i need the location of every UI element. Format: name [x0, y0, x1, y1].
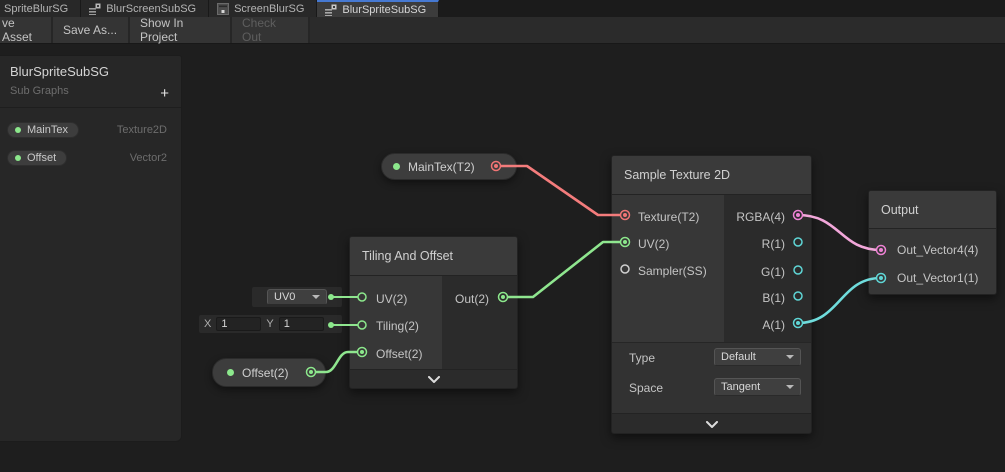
type-dropdown[interactable]: Default — [714, 348, 801, 366]
check-out-button: Check Out — [232, 16, 310, 44]
tab-label: ScreenBlurSG — [234, 2, 305, 15]
tiling-x-input[interactable]: 1 — [216, 317, 262, 331]
port-label-texture: Texture(T2) — [638, 210, 700, 224]
port-label-uv: UV(2) — [638, 237, 670, 251]
shadergraph-icon — [217, 2, 230, 15]
port-label-r: R(1) — [761, 237, 785, 251]
chevron-down-icon — [312, 295, 320, 299]
port-label-rgba: RGBA(4) — [736, 210, 785, 224]
space-dropdown[interactable]: Tangent — [714, 378, 801, 396]
chevron-down-icon — [786, 355, 794, 359]
chevron-down-icon — [427, 376, 440, 383]
port-label-b: B(1) — [762, 291, 785, 305]
chevron-down-icon — [705, 420, 718, 428]
edge-a-to-outvector1[interactable] — [797, 276, 882, 325]
port-b-out[interactable] — [793, 291, 803, 301]
port-tiling-uv-in[interactable] — [357, 292, 367, 302]
blackboard-panel[interactable]: BlurSpriteSubSG Sub Graphs + MainTex Tex… — [0, 55, 182, 442]
tabbar-empty-space — [439, 0, 1005, 17]
port-sampler-in[interactable] — [620, 264, 630, 274]
property-type: Texture2D — [116, 124, 167, 136]
blackboard-subtitle: Sub Graphs — [10, 85, 69, 97]
edges-layer — [305, 160, 887, 378]
node-maintex-property[interactable]: MainTex(T2) — [381, 153, 517, 180]
tiling-xy-widget: X 1 Y 1 — [199, 315, 342, 333]
port-label-out-vector1: Out_Vector1(1) — [897, 271, 979, 285]
type-label: Type — [629, 351, 656, 365]
exposed-dot-icon — [393, 163, 400, 170]
subgraph-icon — [325, 4, 337, 16]
edge-rgba-to-outvector4[interactable] — [797, 213, 882, 252]
port-a-out[interactable] — [792, 317, 804, 329]
chevron-down-icon — [786, 385, 794, 389]
save-asset-button[interactable]: ve Asset — [0, 16, 53, 44]
port-outvector1-in[interactable] — [875, 272, 887, 284]
port-rgba-out[interactable] — [792, 209, 804, 221]
port-uv-in[interactable] — [619, 236, 631, 248]
node-title: Sample Texture 2D — [612, 156, 811, 195]
edge-offsetpill-to-offsetport[interactable] — [309, 350, 364, 374]
graph-toolbar: ve Asset Save As... Show In Project Chec… — [0, 16, 1005, 44]
property-pill-maintex[interactable]: MainTex — [7, 122, 79, 138]
node-title: Tiling And Offset — [350, 237, 517, 276]
node-tiling-and-offset[interactable]: Tiling And Offset UV(2) Tiling(2) Offset… — [349, 236, 518, 389]
port-tiling-offset-in[interactable] — [356, 346, 368, 358]
subgraph-icon — [89, 3, 101, 15]
node-collapse-button[interactable] — [350, 369, 517, 388]
y-label: Y — [266, 318, 274, 330]
port-offsetpill-out[interactable] — [305, 366, 317, 378]
port-label-tiling: Tiling(2) — [376, 319, 419, 333]
port-label-a: A(1) — [762, 318, 785, 332]
port-label-out-vector4: Out_Vector4(4) — [897, 243, 979, 257]
exposed-dot-icon — [15, 127, 21, 133]
node-collapse-button[interactable] — [612, 413, 811, 433]
tab-label: SpriteBlurSG — [4, 2, 69, 15]
port-g-out[interactable] — [793, 265, 803, 275]
toolbar-empty-space — [310, 17, 1005, 43]
tab-label: BlurScreenSubSG — [106, 2, 197, 15]
uv-channel-widget: UV0 — [252, 287, 342, 307]
property-row-offset: Offset Vector2 — [0, 150, 181, 166]
blackboard-title: BlurSpriteSubSG — [10, 64, 109, 79]
graph-canvas[interactable]: BlurSpriteSubSG Sub Graphs + MainTex Tex… — [0, 44, 1005, 472]
property-type: Vector2 — [129, 152, 167, 164]
tab-screenblursg[interactable]: ScreenBlurSG — [209, 0, 318, 17]
blackboard-header: BlurSpriteSubSG Sub Graphs + — [0, 56, 181, 108]
save-as-button[interactable]: Save As... — [53, 17, 130, 43]
tab-blurscreensubsg[interactable]: BlurScreenSubSG — [81, 0, 210, 17]
port-outvector4-in[interactable] — [875, 244, 887, 256]
space-label: Space — [629, 381, 664, 395]
show-in-project-button[interactable]: Show In Project — [130, 16, 232, 44]
port-label-out: Out(2) — [454, 292, 489, 306]
add-property-button[interactable]: + — [160, 85, 169, 102]
x-label: X — [204, 318, 212, 330]
tab-bar: SpriteBlurSG BlurScreenSubSG ScreenBlurS… — [0, 0, 1005, 17]
port-label-offset: Offset(2) — [376, 347, 423, 361]
port-maintex-out[interactable] — [490, 160, 502, 172]
edge-tilingout-to-uv[interactable] — [501, 240, 627, 299]
port-r-out[interactable] — [793, 237, 803, 247]
tab-label: BlurSpriteSubSG — [342, 3, 427, 16]
port-label-g: G(1) — [761, 265, 785, 279]
tiling-y-input[interactable]: 1 — [278, 317, 324, 331]
node-options-section: Type Default Space Tangent — [612, 342, 811, 413]
property-pill-offset[interactable]: Offset — [7, 150, 68, 166]
port-texture-in[interactable] — [619, 209, 631, 221]
node-input-column — [612, 195, 724, 342]
exposed-dot-icon — [227, 369, 234, 376]
tab-blurspritesubsg-active[interactable]: BlurSpriteSubSG — [317, 0, 440, 17]
edge-maintex-to-texture[interactable] — [494, 164, 627, 217]
port-label-uv: UV(2) — [376, 292, 408, 306]
property-row-maintex: MainTex Texture2D — [0, 122, 181, 138]
uv-channel-dropdown[interactable]: UV0 — [267, 289, 327, 305]
node-output[interactable]: Output Out_Vector4(4) Out_Vector1(1) — [868, 190, 997, 295]
exposed-dot-icon — [15, 155, 21, 161]
node-sample-texture-2d[interactable]: Sample Texture 2D Texture(T2) UV(2) Samp… — [611, 155, 812, 434]
port-tiling-out[interactable] — [497, 291, 509, 303]
tab-spriteblursg[interactable]: SpriteBlurSG — [0, 0, 82, 17]
port-tiling-tiling-in[interactable] — [357, 320, 367, 330]
node-output-column — [442, 276, 517, 369]
port-label-sampler: Sampler(SS) — [638, 264, 707, 278]
node-title: Output — [869, 191, 996, 229]
